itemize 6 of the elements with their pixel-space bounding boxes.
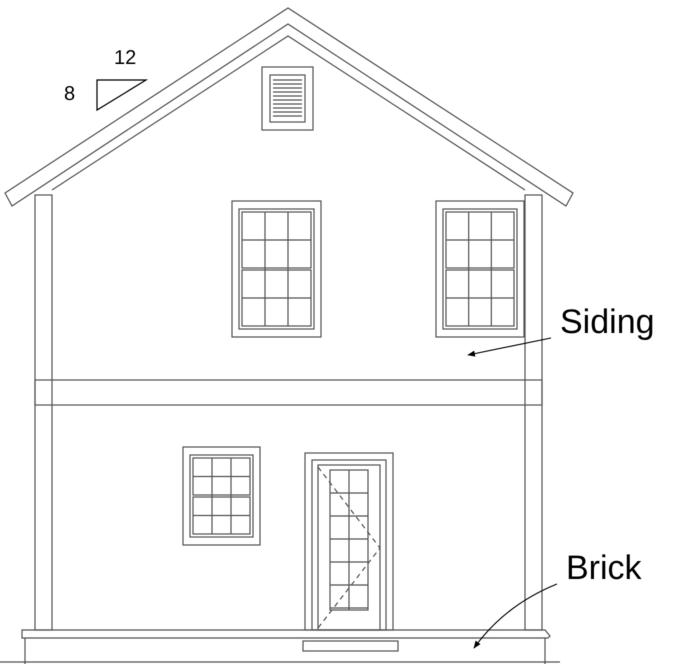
leader-line bbox=[467, 337, 552, 357]
roof-pitch-number: 8 bbox=[64, 84, 76, 104]
material-label: Siding bbox=[560, 305, 655, 339]
leader-line bbox=[474, 584, 558, 649]
roof-pitch-number: 12 bbox=[114, 48, 136, 68]
material-label: Brick bbox=[566, 551, 642, 585]
